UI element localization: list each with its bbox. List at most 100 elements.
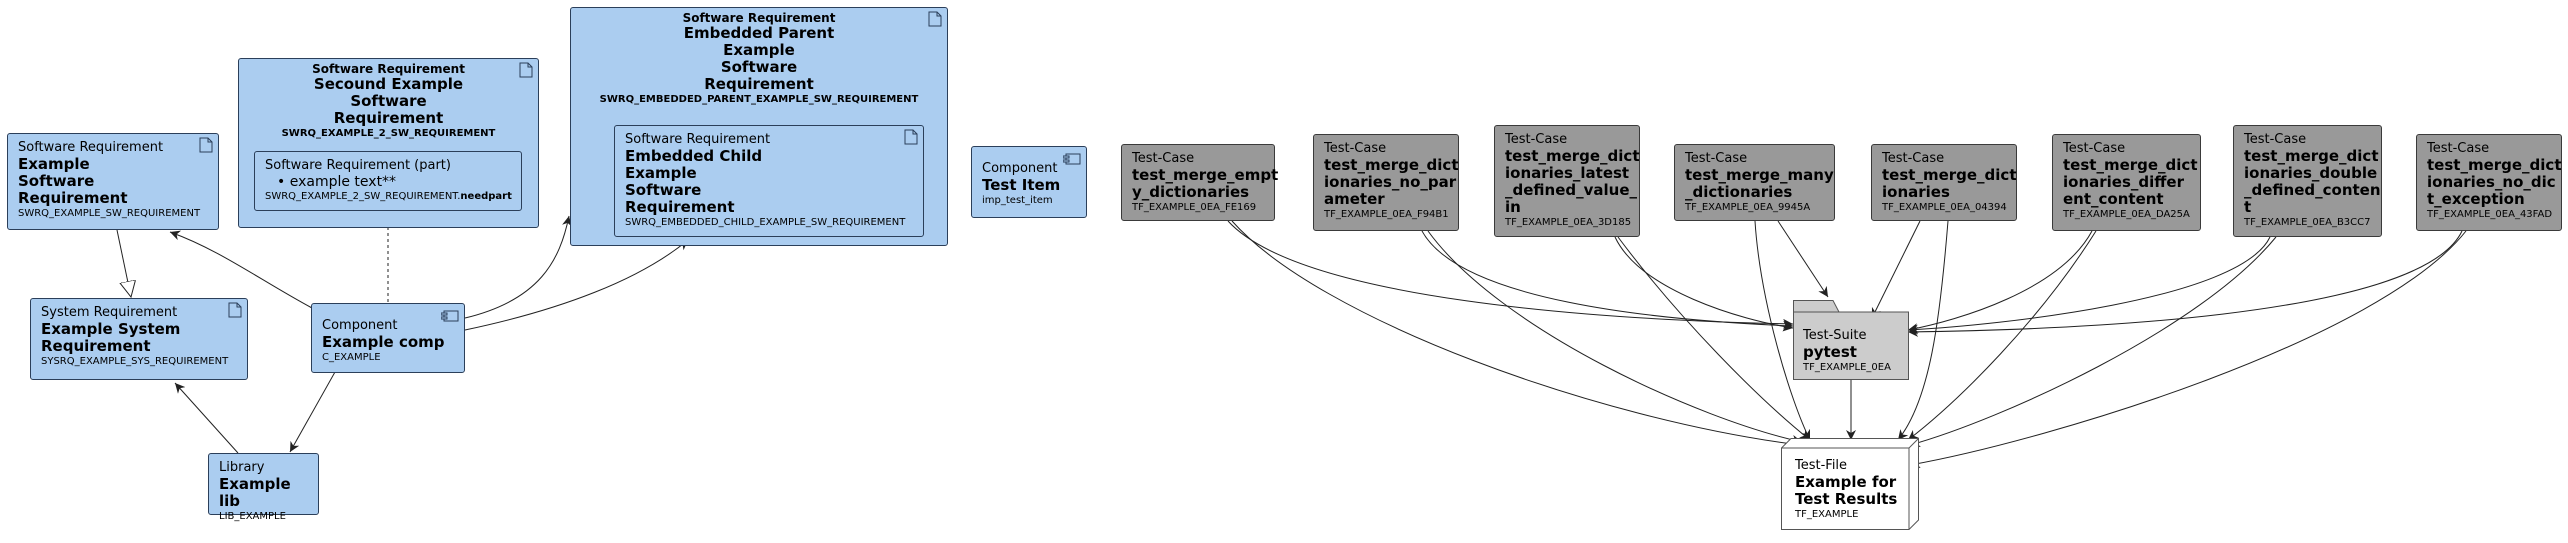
node-id: TF_EXAMPLE_0EA_43FAD [2427, 209, 2553, 220]
document-icon [228, 302, 242, 322]
edge-swrq-to-sysrq [116, 229, 131, 297]
test-case-node[interactable]: Test-Case test_merge_dict ionaries_doubl… [2233, 125, 2382, 237]
node-title-line: Software [625, 181, 702, 199]
node-id: SYSRQ_EXAMPLE_SYS_REQUIREMENT [41, 356, 229, 367]
edge-tc5-file [1897, 220, 1949, 441]
node-title-line: ionaries_latest [1505, 164, 1630, 182]
swrq-example-node[interactable]: Software Requirement Example Software Re… [7, 133, 219, 230]
edge-lib-to-sysrq [174, 382, 239, 454]
edge-tc7-file [1909, 236, 2277, 448]
node-title-line: Secound Example [313, 75, 464, 93]
component-icon [440, 307, 459, 326]
node-stereotype: Test-Case [1505, 132, 1568, 147]
node-stereotype: Test-File [1795, 458, 1848, 473]
node-id: TF_EXAMPLE_0EA_9945A [1685, 202, 1811, 213]
node-title-line: Software [720, 58, 798, 76]
document-icon [904, 129, 918, 149]
node-id: TF_EXAMPLE_0EA_F94B1 [1324, 209, 1449, 220]
node-stereotype: Test-Case [1685, 151, 1748, 166]
node-id: TF_EXAMPLE_0EA_FE169 [1132, 202, 1257, 213]
node-stereotype: Test-Case [1132, 151, 1195, 166]
node-title-line: Example System [41, 320, 181, 338]
node-stereotype: System Requirement [41, 305, 178, 320]
node-title-line: _dictionaries [1685, 183, 1793, 201]
node-title-line: in [1505, 198, 1521, 216]
part-bullet-item: • example text** [277, 174, 397, 190]
node-stereotype: Test-Case [1882, 151, 1945, 166]
document-icon [519, 62, 533, 82]
node-id: TF_EXAMPLE [1795, 509, 1859, 520]
lib-example-node[interactable]: Library Example lib LIB_EXAMPLE [208, 453, 319, 522]
node-title-line: Embedded Child [625, 147, 763, 165]
node-title-line: y_dictionaries [1132, 183, 1250, 201]
node-stereotype: Component [322, 318, 398, 333]
swrq-part-node[interactable]: Software Requirement (part) • example te… [254, 151, 522, 211]
component-icon [1062, 150, 1081, 169]
node-title: Example lib [219, 475, 291, 510]
edge-tc4-suite [1777, 220, 1829, 298]
part-id-suffix: needpart [460, 191, 512, 202]
swrq-parent-node[interactable]: Software Requirement Embedded Parent Exa… [570, 7, 948, 246]
node-title-line: Example [723, 41, 795, 59]
comp-example-node[interactable]: Component Example comp C_EXAMPLE [311, 303, 465, 373]
test-case-node[interactable]: Test-Case test_merge_empt y_dictionaries… [1121, 144, 1279, 221]
node-title-line: test_merge_dict [2244, 147, 2379, 165]
test-case-node[interactable]: Test-Case test_merge_dict ionaries_no_pa… [1313, 134, 1459, 231]
edge-tc4-file [1754, 220, 1811, 441]
node-id: SWRQ_EXAMPLE_2_SW_REQUIREMENT [281, 128, 496, 139]
node-title-line: Example [18, 155, 90, 173]
sysrq-example-node[interactable]: System Requirement Example System Requir… [30, 298, 248, 380]
node-title-line: Software [18, 172, 95, 190]
edge-tc2-file [1427, 230, 1803, 445]
test-case-node[interactable]: Test-Case test_merge_dict ionaries_diffe… [2052, 134, 2201, 231]
node-title-line: ameter [1324, 190, 1385, 208]
node-title-line: test_merge_dict [1324, 156, 1459, 174]
test-case-node[interactable]: Test-Case test_merge_dict ionaries_lates… [1494, 125, 1640, 237]
edge-comp-to-swrq [169, 230, 313, 309]
swrq-child-node[interactable]: Software Requirement Embedded Child Exam… [614, 125, 924, 237]
edge-tc6-file [1907, 230, 2097, 441]
node-title-line: Example for [1795, 473, 1897, 491]
node-id: TF_EXAMPLE_0EA_B3CC7 [2244, 217, 2371, 228]
node-stereotype: Test-Suite [1803, 328, 1867, 343]
node-title-line: test_merge_dict [2063, 156, 2198, 174]
node-title-line: test_merge_empt [1132, 166, 1279, 184]
test-case-node[interactable]: Test-Case test_merge_dict ionaries TF_EX… [1871, 144, 2017, 221]
node-title-line: Test Results [1795, 490, 1898, 508]
node-id: SWRQ_EMBEDDED_CHILD_EXAMPLE_SW_REQUIREME… [625, 217, 906, 228]
node-stereotype: Software Requirement (part) [265, 158, 451, 173]
test-item-node[interactable]: Component Test Item imp_test_item [971, 146, 1087, 218]
edge-tc2-suite [1421, 230, 1794, 331]
swrq-second-node[interactable]: Software Requirement Secound Example Sof… [238, 58, 539, 228]
edge-tc6-suite [1907, 230, 2093, 334]
test-file-node[interactable]: Test-File Example for Test Results TF_EX… [1781, 438, 1919, 530]
test-case-node[interactable]: Test-Case test_merge_dict ionaries_no_di… [2416, 134, 2562, 231]
edge-tc8-file [1909, 230, 2467, 469]
test-case-node[interactable]: Test-Case test_merge_many _dictionaries … [1674, 144, 1835, 221]
node-title-line: test_merge_dict [1505, 147, 1640, 165]
node-id: SWRQ_EXAMPLE_2_SW_REQUIREMENT.needpart [265, 190, 512, 203]
node-title-line: ent_content [2063, 190, 2164, 208]
node-stereotype: Software Requirement [682, 11, 836, 25]
node-stereotype: Software Requirement [312, 62, 465, 76]
node-title-line: Example [625, 164, 697, 182]
edge-comp-to-parent [464, 215, 572, 319]
folder-icon [1793, 300, 1909, 380]
edge-tc3-file [1617, 236, 1811, 441]
document-icon [199, 137, 213, 157]
node-stereotype: Library [219, 460, 265, 475]
box-shape [1781, 438, 1919, 530]
node-id: imp_test_item [982, 195, 1053, 206]
test-suite-node[interactable]: Test-Suite pytest TF_EXAMPLE_0EA [1793, 300, 1909, 380]
node-title-line: t_exception [2427, 190, 2525, 208]
node-id: SWRQ_EXAMPLE_SW_REQUIREMENT [18, 208, 201, 219]
node-id: TF_EXAMPLE_0EA_3D185 [1505, 217, 1632, 228]
node-title-line: Software [350, 92, 427, 110]
node-title-line: test_merge_dict [1882, 166, 2017, 184]
edge-tc1-file [1231, 220, 1801, 449]
node-title: pytest [1803, 343, 1857, 361]
node-title-line: t [2244, 198, 2252, 216]
node-stereotype: Software Requirement [18, 140, 164, 155]
node-title-line: Requirement [41, 337, 151, 355]
